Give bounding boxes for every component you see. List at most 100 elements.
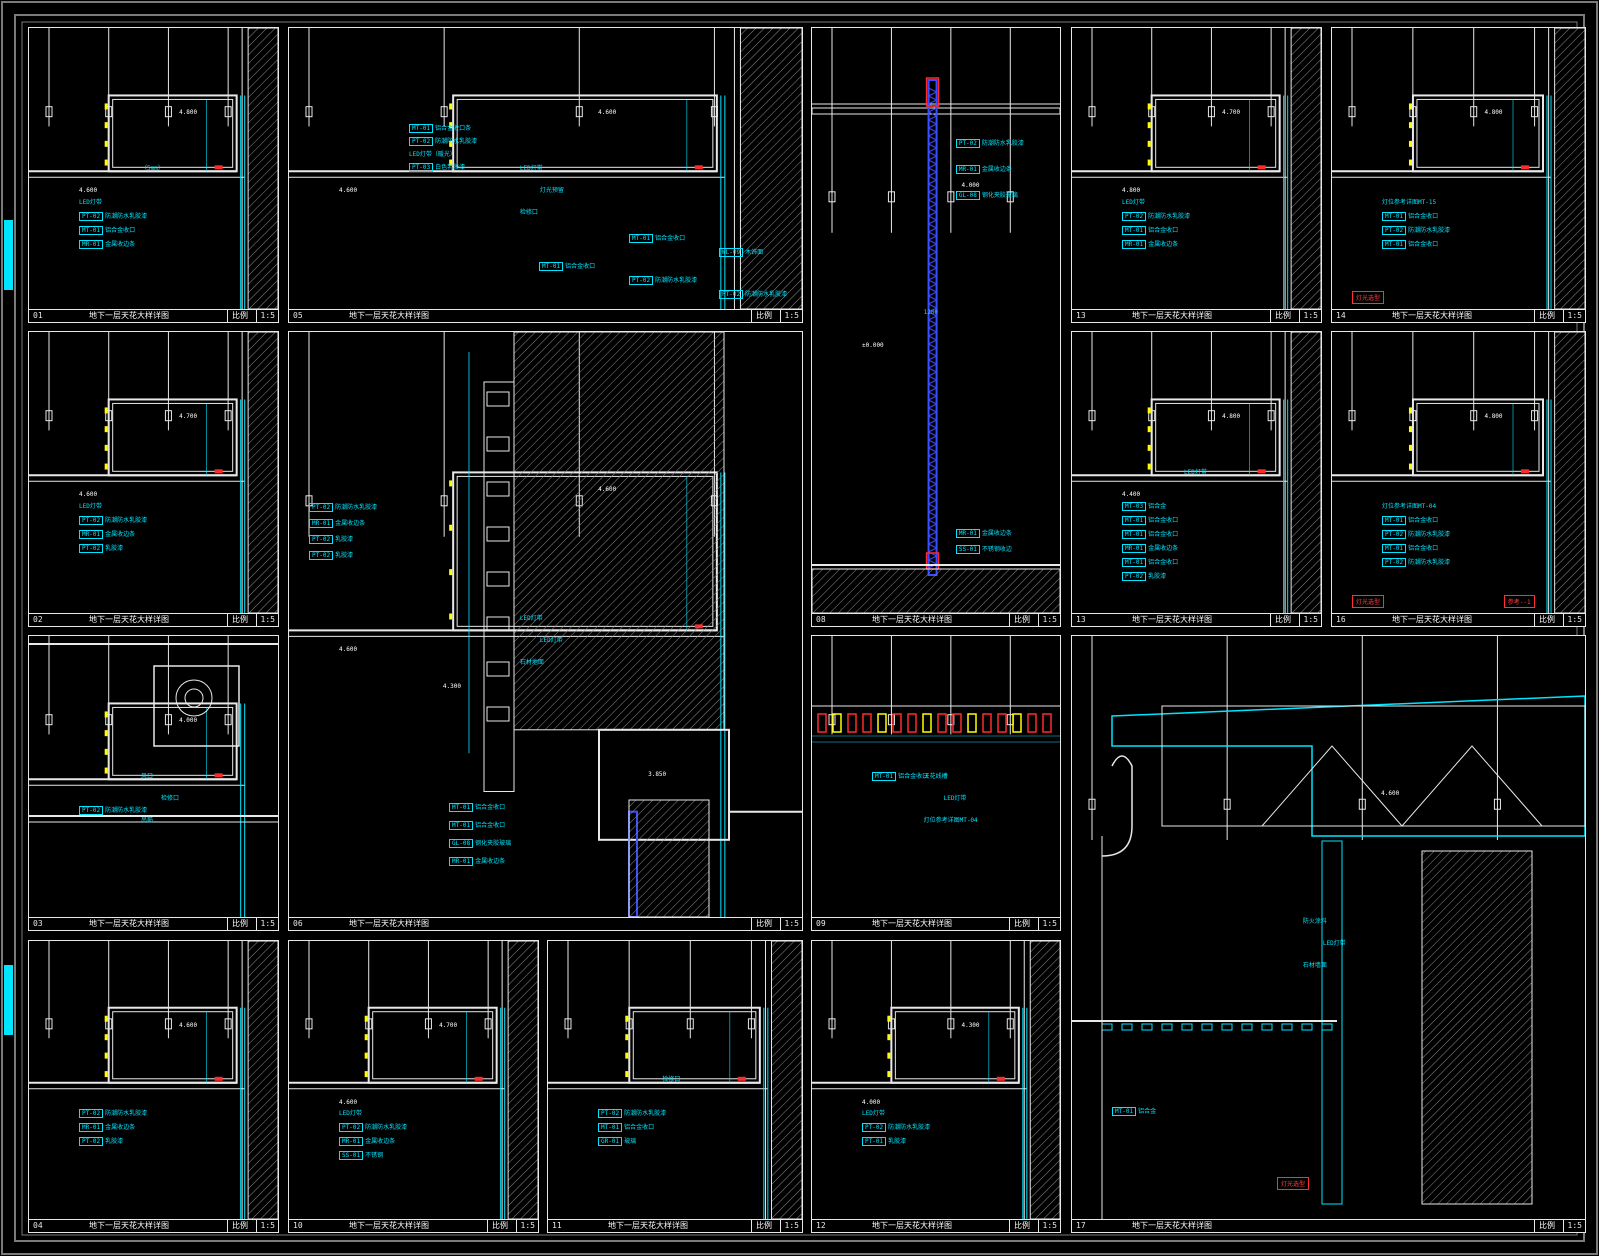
material-label: LED灯带（暖光） — [409, 151, 456, 158]
sheet-tab-top[interactable] — [4, 220, 13, 290]
elevation-mark: 4.700 — [1222, 109, 1241, 117]
elevation-mark: 4.600 — [598, 486, 617, 494]
material-label: 乳胶漆 — [105, 1137, 124, 1145]
material-code: MT-01 — [1382, 211, 1407, 221]
material-code: SS-01 — [955, 545, 980, 554]
drawing-note: 天花线槽 — [923, 772, 948, 780]
elevation-mark: 4.600 — [598, 109, 617, 117]
material-label: 铝合金收口 — [105, 226, 136, 234]
drawing-note: 灯位参考详图MT-04 — [923, 816, 978, 824]
scale-value: 1:5 — [1037, 614, 1057, 626]
detail-drawing — [812, 28, 1060, 613]
material-code: PT-02 — [339, 1122, 364, 1132]
elevation-mark: 4.800 — [179, 109, 198, 117]
material-code: PT-02 — [79, 805, 104, 815]
material-label: 金属收边条 — [105, 530, 136, 538]
material-label: 铝合金收口 — [1148, 558, 1179, 566]
material-label: 铝合金收口 — [1408, 544, 1439, 552]
scale-label: 比例 — [1270, 614, 1291, 626]
scale-value: 1:5 — [515, 1220, 535, 1232]
scale-value: 1:5 — [779, 1220, 799, 1232]
elevation-mark: 4.800 — [1484, 109, 1503, 117]
material-code: PT-02 — [309, 535, 334, 544]
detail-number: 12 — [816, 1221, 826, 1230]
material-code: MT-01 — [629, 234, 654, 243]
material-label: 灯位参考详图MT-15 — [1382, 198, 1437, 206]
material-label: 灯位参考详图MT-04 — [1382, 502, 1437, 510]
material-code: GL-08 — [955, 191, 980, 200]
material-code: PT-02 — [79, 211, 104, 221]
drawing-note: 石材地面 — [519, 658, 544, 666]
detail-title: 地下一层天花大样详图 — [1392, 311, 1472, 320]
material-code: PT-02 — [309, 503, 334, 512]
sheet-tab-bottom[interactable] — [4, 965, 13, 1035]
revision-note: 灯光选型 — [1352, 291, 1385, 304]
scale-label: 比例 — [751, 310, 772, 322]
drawing-note: LED灯带 — [1184, 468, 1207, 476]
material-code: MT-01 — [1122, 225, 1147, 235]
elevation-mark: 4.300 — [442, 683, 461, 690]
material-label: 防潮防水乳胶漆 — [365, 1123, 408, 1131]
material-code: MT-01 — [79, 225, 104, 235]
material-code: MR-01 — [955, 529, 980, 538]
material-code: MT-01 — [449, 821, 474, 830]
detail-drawing — [29, 636, 278, 917]
material-tag: LED灯带 — [1122, 197, 1145, 206]
material-label: 白色乳胶漆 — [435, 164, 466, 171]
material-label: 防潮防水乳胶漆 — [624, 1109, 667, 1117]
material-label: 金属收边条 — [365, 1137, 396, 1145]
detail-title: 地下一层天花大样详图 — [89, 919, 169, 928]
elevation-mark: 4.600 — [1381, 789, 1400, 797]
material-label: 金属收边条 — [105, 1123, 136, 1131]
detail-number: 08 — [816, 615, 826, 624]
elevation-mark: 4.600 — [79, 491, 98, 499]
drawing-note: （5mm） — [141, 164, 164, 172]
material-code: PT-01 — [862, 1136, 887, 1146]
material-code: MT-01 — [1122, 529, 1147, 539]
material-label: 防潮防水乳胶漆 — [981, 140, 1024, 147]
detail-number: 03 — [33, 919, 43, 928]
